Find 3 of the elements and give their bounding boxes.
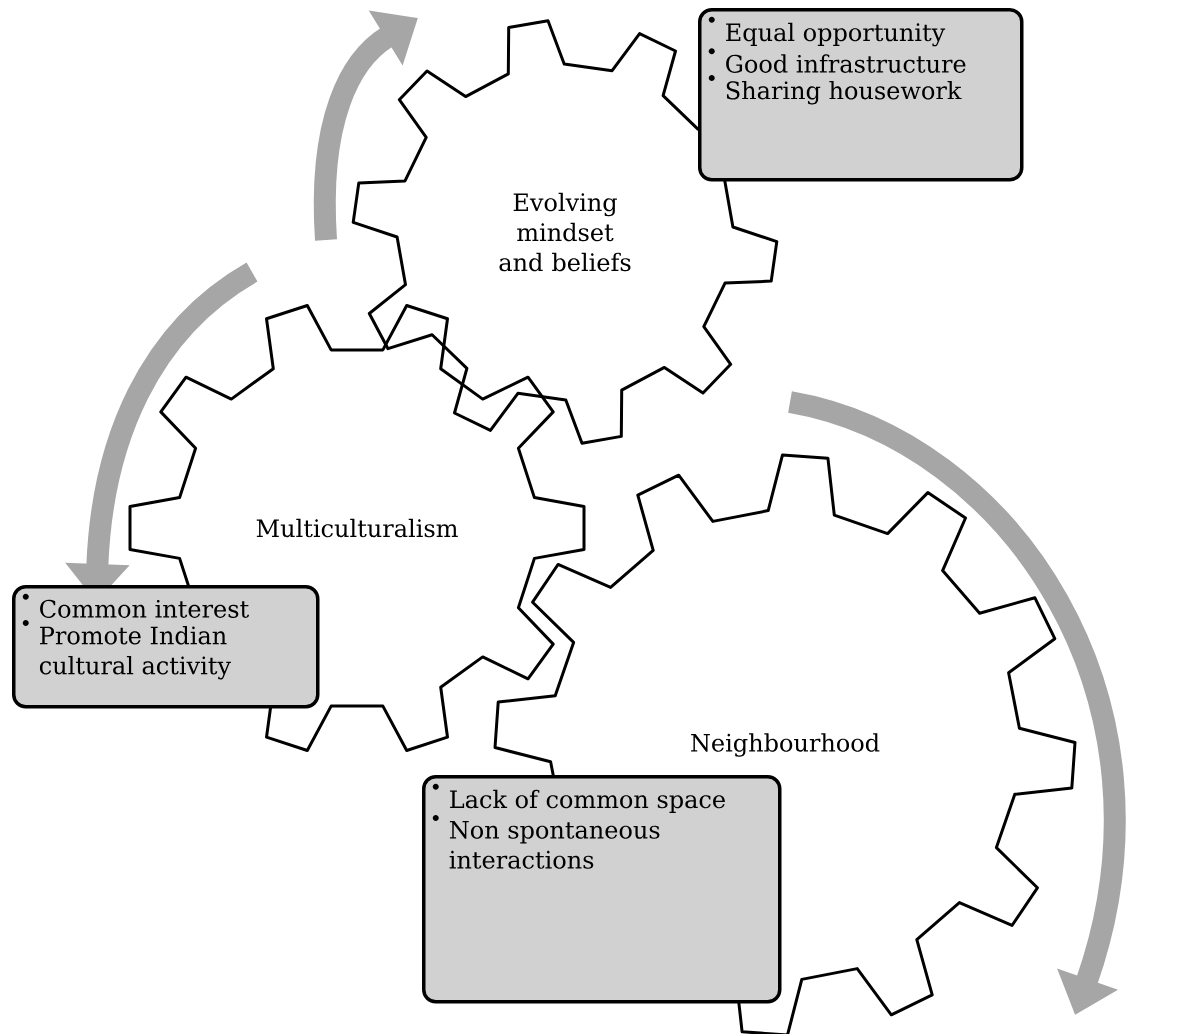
- callout-box: Equal opportunity Good infrastructure Sharing housework: [698, 8, 1024, 182]
- callout-box: Common interest Promote Indian cultural activity: [12, 585, 320, 709]
- callout-box: Lack of common space Non spontaneous interactions: [422, 775, 782, 1004]
